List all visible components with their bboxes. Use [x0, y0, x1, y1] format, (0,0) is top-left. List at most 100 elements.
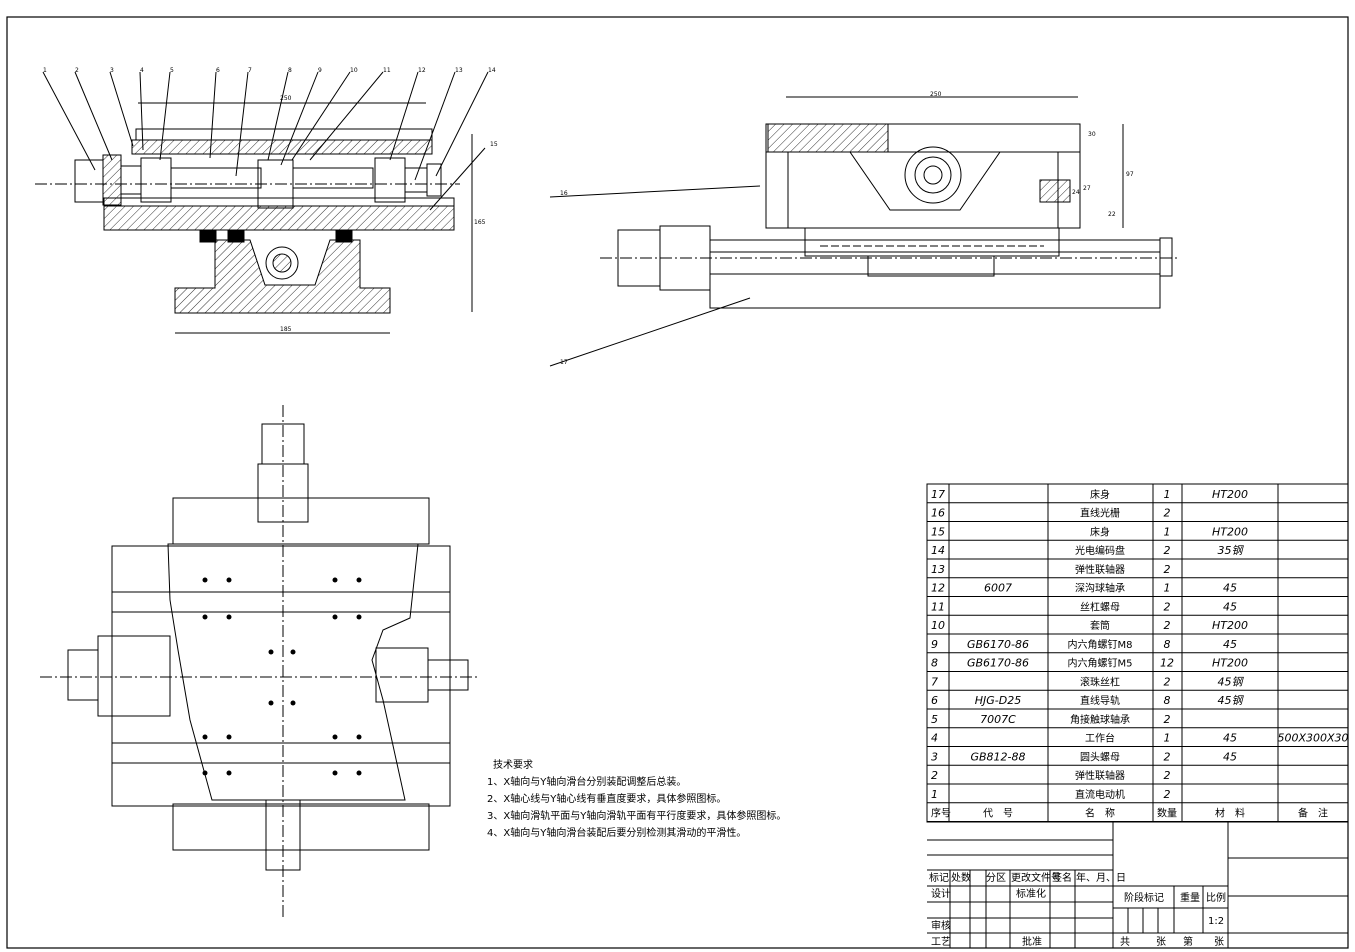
bom-cell-no: 8 [931, 657, 938, 670]
tb-doc: 更改文件号 [1011, 871, 1061, 884]
bom-cell-material: 45 [1223, 600, 1237, 613]
bom-cell-code: 6007 [984, 582, 1012, 595]
bom-cell-name: 丝杠螺母 [1080, 600, 1120, 613]
bom-cell-qty: 2 [1164, 563, 1171, 576]
balloon-5: 5 [170, 67, 174, 74]
balloon-16: 16 [560, 190, 568, 197]
bom-cell-no: 6 [931, 694, 938, 707]
bom-cell-material: 45 [1223, 638, 1237, 651]
tb-sheets: 张 [1156, 936, 1166, 948]
balloon-labels: 1 2 3 4 5 6 7 8 9 10 11 12 13 14 15 16 1… [43, 67, 1134, 366]
requirements-title: 技术要求 [493, 760, 533, 771]
balloon-3: 3 [110, 67, 114, 74]
dim-side-h2: 97 [1126, 171, 1134, 178]
tb-sheet2: 张 [1214, 936, 1224, 948]
dim-side-top: 250 [930, 91, 942, 98]
bom-cell-qty: 2 [1164, 675, 1171, 688]
balloon-17: 17 [560, 359, 568, 366]
bom-cell-name: 角接触球轴承 [1070, 713, 1130, 726]
balloon-2: 2 [75, 67, 79, 74]
plan-view [40, 405, 478, 918]
bom-cell-no: 5 [931, 713, 938, 726]
balloon-15: 15 [490, 141, 498, 148]
technical-requirements: 技术要求 1、X轴向与Y轴向滑台分别装配调整后总装。 2、X轴心线与Y轴心线有垂… [487, 757, 786, 842]
bom-cell-name: 直线光栅 [1080, 507, 1120, 520]
bom-cell-qty: 2 [1164, 713, 1171, 726]
tb-count: 处数 [951, 871, 971, 884]
dim-front-top: 250 [280, 95, 292, 102]
bom-cell-material: HT200 [1212, 619, 1248, 632]
bom-cell-qty: 2 [1164, 507, 1171, 520]
bom-cell-no: 12 [931, 582, 945, 595]
bom-cell-no: 2 [931, 769, 938, 782]
bom-cell-name: 弹性联轴器 [1075, 563, 1125, 576]
bom-cell-material: HT200 [1212, 657, 1248, 670]
balloon-11: 11 [383, 67, 391, 74]
bom-cell-no: 14 [931, 544, 945, 557]
bom-cell-note: 500X300X30 [1277, 732, 1348, 745]
tb-weight: 重量 [1180, 891, 1200, 904]
bom-cell-code: 7007C [980, 713, 1016, 726]
tb-mark: 标记 [929, 872, 949, 884]
dim-side-h5: 27 [1083, 185, 1091, 192]
bom-header-material: 材 料 [1215, 807, 1245, 820]
bom-cell-name: 直线导轨 [1080, 694, 1120, 707]
bom-cell-qty: 2 [1164, 600, 1171, 613]
bom-cell-name: 床身 [1090, 525, 1110, 538]
bom-cell-code: GB812-88 [970, 750, 1025, 763]
bom-cell-material: 35钢 [1218, 544, 1245, 557]
bom-cell-qty: 2 [1164, 769, 1171, 782]
side-section-view [549, 96, 1180, 367]
bom-cell-material: HT200 [1212, 488, 1248, 501]
tb-total: 共 [1120, 936, 1130, 948]
tb-process: 工艺 [931, 936, 951, 948]
tb-page: 第 [1183, 935, 1193, 948]
bom-cell-code: GB6170-86 [967, 638, 1029, 651]
tb-scale-label: 比例 [1206, 891, 1226, 904]
balloon-7: 7 [248, 67, 252, 74]
tb-stage: 阶段标记 [1124, 891, 1164, 904]
bom-cell-material: 45 [1223, 582, 1237, 595]
tb-review: 审核 [931, 919, 951, 932]
requirement-item: 2、X轴心线与Y轴心线有垂直度要求，具体参照图标。 [487, 794, 727, 805]
tb-sign: 签名 [1052, 871, 1072, 884]
bom-cell-no: 7 [931, 675, 938, 688]
bom-cell-name: 直流电动机 [1075, 788, 1125, 801]
bom-cell-name: 工作台 [1085, 732, 1115, 745]
bom-header-code: 代 号 [983, 808, 1013, 820]
tb-approve: 批准 [1022, 935, 1042, 948]
requirement-item: 4、X轴向与Y轴向滑台装配后要分别检测其滑动的平滑性。 [487, 828, 747, 839]
bom-cell-name: 弹性联轴器 [1075, 769, 1125, 782]
bom-cell-no: 16 [931, 507, 945, 520]
tb-scale: 1:2 [1208, 916, 1224, 927]
dim-side-h1: 30 [1088, 131, 1096, 138]
bom-header-qty: 数量 [1157, 807, 1177, 820]
bom-header-name: 名 称 [1085, 807, 1115, 820]
requirement-item: 3、X轴向滑轨平面与Y轴向滑轨平面有平行度要求，具体参照图标。 [487, 811, 787, 822]
bom-cell-qty: 1 [1164, 582, 1171, 595]
dim-side-h4: 24 [1072, 189, 1080, 196]
bom-cell-qty: 1 [1164, 488, 1171, 501]
bom-cell-qty: 12 [1160, 657, 1174, 670]
tb-date: 年、月、日 [1076, 871, 1126, 884]
bom-cell-material: 45 [1223, 750, 1237, 763]
bom-cell-qty: 8 [1164, 694, 1171, 707]
bom-cell-material: 45钢 [1218, 675, 1245, 688]
bom-cell-no: 11 [931, 600, 945, 613]
bom-cell-code: GB6170-86 [967, 657, 1029, 670]
requirement-item: 1、X轴向与Y轴向滑台分别装配调整后总装。 [487, 777, 687, 788]
bom-cell-name: 光电编码盘 [1075, 544, 1125, 557]
balloon-1: 1 [43, 67, 47, 74]
balloon-8: 8 [288, 67, 292, 74]
bom-cell-material: 45 [1223, 732, 1237, 745]
bom-cell-qty: 8 [1164, 638, 1171, 651]
balloon-14: 14 [488, 67, 496, 74]
balloon-9: 9 [318, 67, 322, 74]
bom-cell-qty: 1 [1164, 732, 1171, 745]
bom-cell-material: HT200 [1212, 525, 1248, 538]
tb-design: 设计 [931, 887, 951, 900]
tb-standard: 标准化 [1016, 887, 1046, 900]
bom-cell-qty: 2 [1164, 750, 1171, 763]
